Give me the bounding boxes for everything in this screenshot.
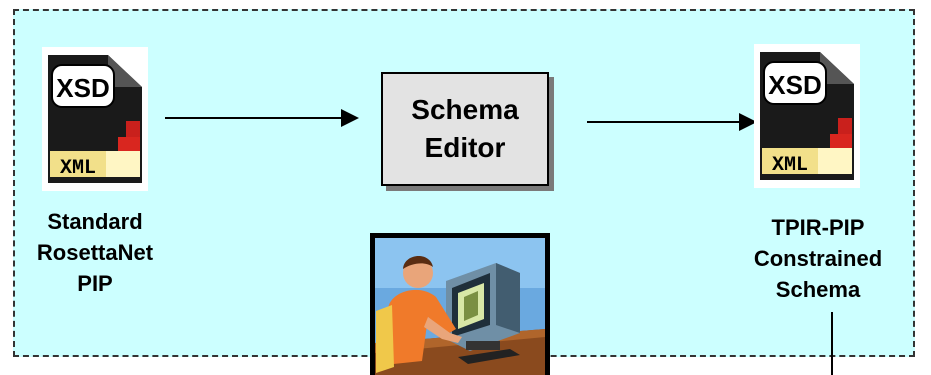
xsd-icon-label: XSD	[56, 73, 109, 103]
person-at-computer-icon	[370, 233, 550, 375]
source-caption: Standard RosettaNet PIP	[16, 206, 174, 299]
target-caption-line-3: Schema	[775, 277, 861, 302]
xml-icon-label: XML	[772, 154, 808, 177]
target-caption-line-1: TPIR-PIP	[771, 215, 865, 240]
editor-label-line-1: Schema	[411, 94, 519, 125]
target-caption: TPIR-PIP Constrained Schema	[718, 212, 918, 305]
arrow-to-editor	[165, 109, 359, 127]
source-caption-line-1: Standard	[47, 209, 143, 234]
editor-label-line-2: Editor	[424, 132, 506, 163]
xml-icon-label: XML	[60, 157, 96, 180]
connector-line	[831, 312, 833, 375]
source-caption-line-2: RosettaNet	[36, 240, 154, 265]
xsd-icon-label: XSD	[768, 70, 821, 100]
schema-editor-box[interactable]: Schema Editor	[381, 72, 549, 186]
target-caption-line-2: Constrained	[753, 246, 883, 271]
arrow-to-target	[587, 113, 757, 131]
xsd-file-icon: XSD XML	[42, 47, 148, 191]
xsd-file-icon: XSD XML	[754, 44, 860, 188]
source-caption-line-3: PIP	[77, 271, 113, 296]
